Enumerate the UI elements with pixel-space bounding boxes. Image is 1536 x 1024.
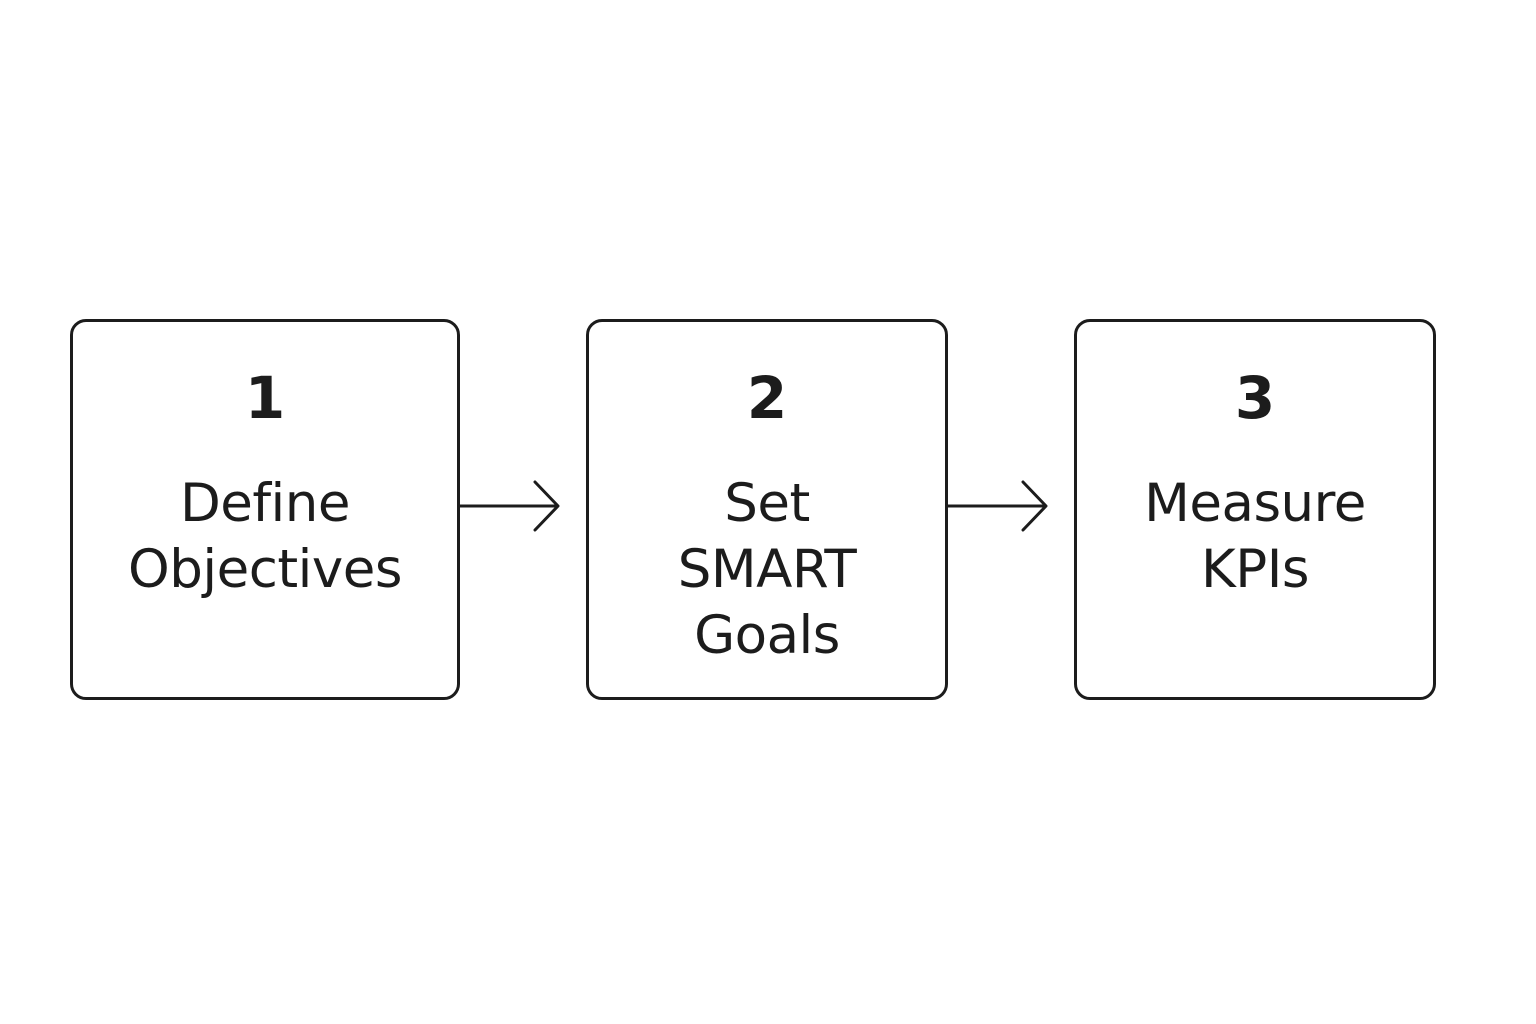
step-1-label: Define Objectives [128,471,402,603]
step-3-label-line: KPIs [1201,539,1309,600]
step-1-label-line: Objectives [128,539,402,600]
step-2-label: Set SMART Goals [677,471,857,669]
step-2-label-line: SMART [677,539,857,600]
step-1-box: 1 Define Objectives [70,319,460,700]
arrow-right-icon [946,480,1048,532]
step-3-label-line: Measure [1144,473,1366,534]
step-1-label-line: Define [179,473,351,534]
step-2-number: 2 [746,364,788,432]
step-1-number: 1 [244,364,286,432]
arrow-right-icon [458,480,560,532]
step-3-label: Measure KPIs [1144,471,1366,603]
step-3-number: 3 [1234,364,1276,432]
step-2-box: 2 Set SMART Goals [586,319,948,700]
step-3-box: 3 Measure KPIs [1074,319,1436,700]
step-2-label-line: Goals [694,605,840,666]
step-2-label-line: Set [724,473,810,534]
